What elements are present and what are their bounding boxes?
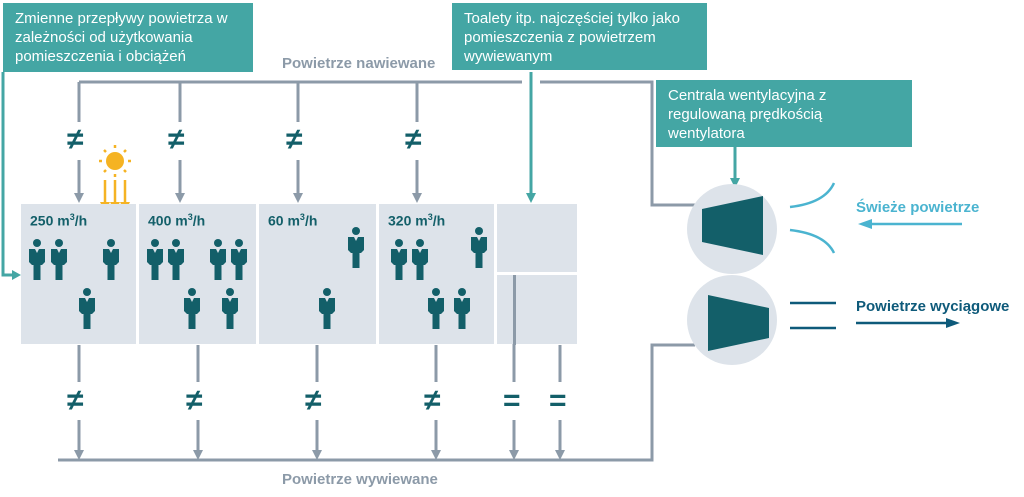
supply-air-label: Powietrze nawiewane bbox=[282, 55, 436, 72]
room-flow-label: 60 m3/h bbox=[268, 212, 318, 229]
callout-toilets: Toalety itp. najczęściej tylko jako pomi… bbox=[452, 3, 707, 70]
exhaust-air-label: Powietrze wyciągowe bbox=[856, 298, 1010, 315]
person-icon bbox=[319, 288, 335, 329]
room-flow-label: 400 m3/h bbox=[148, 212, 206, 229]
toilet-extract-pipe bbox=[513, 275, 516, 345]
room-flow-label: 250 m3/h bbox=[30, 212, 88, 229]
person-icon bbox=[79, 288, 95, 329]
person-icon bbox=[391, 239, 407, 280]
not-equal-symbol: ≠ bbox=[424, 384, 441, 417]
person-icon bbox=[184, 288, 200, 329]
exhaust-air-arrow bbox=[856, 318, 960, 328]
not-equal-symbol: ≠ bbox=[286, 123, 303, 156]
callout-variable-flows: Zmienne przepływy powietrza w zależności… bbox=[3, 3, 253, 72]
supply-drops bbox=[77, 82, 419, 195]
callout-ahu: Centrala wentylacyjna z regulowaną prędk… bbox=[656, 80, 912, 147]
toilet-room-1 bbox=[497, 204, 577, 272]
person-icon bbox=[412, 239, 428, 280]
person-icon bbox=[168, 239, 184, 280]
fresh-air-label: Świeże powietrze bbox=[856, 199, 980, 216]
supply-duct bbox=[79, 80, 695, 207]
person-icon bbox=[454, 288, 470, 329]
person-icon bbox=[222, 288, 238, 329]
supply-fan-icon bbox=[687, 184, 777, 274]
extract-air-label: Powietrze wywiewane bbox=[282, 471, 438, 488]
person-icon bbox=[29, 239, 45, 280]
not-equal-symbol: ≠ bbox=[405, 123, 422, 156]
equal-symbol: = bbox=[503, 384, 521, 417]
exhaust-fan-icon bbox=[687, 275, 777, 365]
toilet-arrowhead bbox=[526, 193, 536, 203]
exhaust-outlet-icon bbox=[790, 301, 836, 330]
equal-symbol: = bbox=[549, 384, 567, 417]
not-equal-symbol: ≠ bbox=[168, 123, 185, 156]
person-icon bbox=[428, 288, 444, 329]
not-equal-symbol: ≠ bbox=[67, 123, 84, 156]
person-icon bbox=[210, 239, 226, 280]
person-icon bbox=[471, 227, 487, 268]
person-icon bbox=[231, 239, 247, 280]
person-icon bbox=[147, 239, 163, 280]
toilet-room-2 bbox=[497, 275, 577, 344]
person-icon bbox=[51, 239, 67, 280]
not-equal-symbol: ≠ bbox=[67, 384, 84, 417]
not-equal-symbol: ≠ bbox=[186, 384, 203, 417]
fresh-air-intake-icon bbox=[789, 182, 836, 254]
extract-duct bbox=[58, 343, 695, 462]
left-arrowhead bbox=[12, 270, 21, 280]
sun-icon bbox=[99, 145, 131, 212]
extract-arrowheads bbox=[74, 450, 565, 460]
left-connector bbox=[1, 72, 14, 277]
fresh-air-arrow bbox=[858, 219, 962, 229]
not-equal-symbol: ≠ bbox=[305, 384, 322, 417]
person-icon bbox=[348, 227, 364, 268]
person-icon bbox=[103, 239, 119, 280]
ahu-arrowhead bbox=[730, 178, 740, 188]
supply-arrowheads bbox=[74, 193, 422, 203]
room-flow-label: 320 m3/h bbox=[388, 212, 446, 229]
